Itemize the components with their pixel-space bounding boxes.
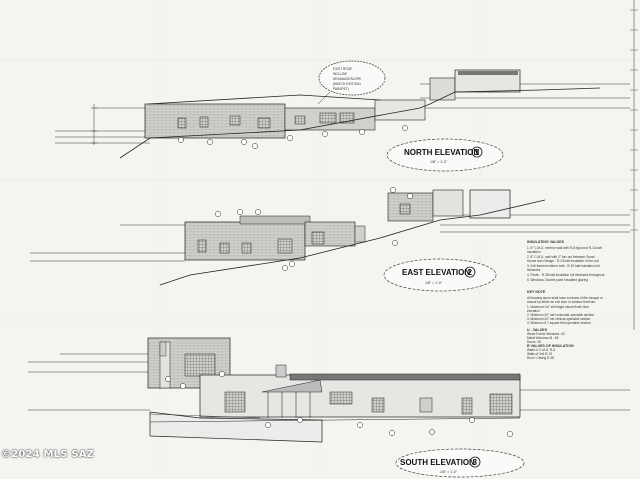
u-values-heading: U - VALUES [527,328,548,332]
callout-line-1: EXIST ROOF [333,67,352,71]
south-elevation-scale: 1/8" = 1'-0" [440,470,458,474]
north-elevation: EXIST ROOF INCLUDE DRAINAGE/SLOPE (MATCH… [55,60,630,172]
u-value-line: Metal Windows Al. .65 [527,336,559,340]
east-elevation-scale: 1/8" = 1'-0" [425,281,443,285]
keynote-line: 2. Minimum 20" net horizontal openable s… [527,313,594,317]
east-elevation-title: EAST ELEVATION [402,268,470,277]
r-value-line: Roof / Ceiling R-38 [527,356,554,360]
callout-line-4: (MATCH EXISTING [333,82,361,86]
keynote-line: rescue by either an exit door or window … [527,300,596,304]
u-value-line: Doors .35 [527,340,541,344]
general-notes-block: INSULATING VALUES 1. 6" C.M.U. exterior … [527,240,605,360]
callout-line-3: DRAINAGE/SLOPE [333,77,361,81]
mls-watermark: ©2024 MLS SAZ [1,449,95,460]
roof-callout: EXIST ROOF INCLUDE DRAINAGE/SLOPE (MATCH… [317,60,386,105]
north-elevation-scale: 1/8" = 1'-0" [430,160,448,164]
sheet-edge-ruler [630,0,638,330]
insulating-line: House and Garage - R-13 batt insulation … [527,259,599,263]
south-elevation-label: SOUTH ELEVATION 3 1/8" = 1'-0" [395,448,525,478]
insulating-line: insulation [527,250,541,254]
r-values-heading: R VALUES OF INSULATION [527,344,574,348]
south-elevation-number: 3 [473,458,478,467]
keynote-line: All bearing stone shall have a means of … [527,296,604,300]
insulating-line: 4. Roofs - R-38 batt insulation full thi… [527,273,605,277]
south-elevation-title: SOUTH ELEVATION [400,458,475,467]
north-elevation-title: NORTH ELEVATION [404,148,479,157]
insulating-line: 3. 2x6 framed exterior wall - R-19 batt … [527,264,600,268]
keynote-line: elevation [527,309,540,313]
insulating-line: thickness [527,268,541,272]
keynote-line: 3. Minimum 24" net vertical openable sec… [527,317,591,321]
east-elevation: EAST ELEVATION 2 1/8" = 1'-0" [30,187,630,292]
keynote-line: 1. Maximum 44" sill height above finish … [527,305,590,309]
u-value-line: Wood Frame Windows .40 [527,332,565,336]
insulating-line: 1. 6" C.M.U. exterior wall with R-8 rigi… [527,246,602,250]
north-keynote-markers [178,125,408,149]
south-elevation: SOUTH ELEVATION 3 1/8" = 1'-0" [28,337,630,478]
east-elevation-label: EAST ELEVATION 2 1/8" = 1'-0" [383,258,497,292]
r-value-line: Walls of 2x6 R-19 [527,352,552,356]
callout-line-5: PARAPET) [333,87,349,91]
insulating-line: 2. 8" C.M.U. wall with 2" furr-out betwe… [527,255,595,259]
east-elevation-number: 2 [468,268,473,277]
north-elevation-number: 1 [475,148,480,157]
keynote-line: 4. Minimum 5.7 square feet openable sect… [527,321,591,325]
north-windows [177,112,355,129]
insulating-heading: INSULATING VALUES [527,240,565,244]
insulating-line: 5. Windows: Double pane insulated glazin… [527,278,588,282]
callout-line-2: INCLUDE [333,72,347,76]
keynote-heading: KEY NOTE [527,290,546,294]
north-elevation-label: NORTH ELEVATION 1 1/8" = 1'-0" [386,138,504,172]
r-value-line: Walls of C.M.U. R-8 [527,348,555,352]
